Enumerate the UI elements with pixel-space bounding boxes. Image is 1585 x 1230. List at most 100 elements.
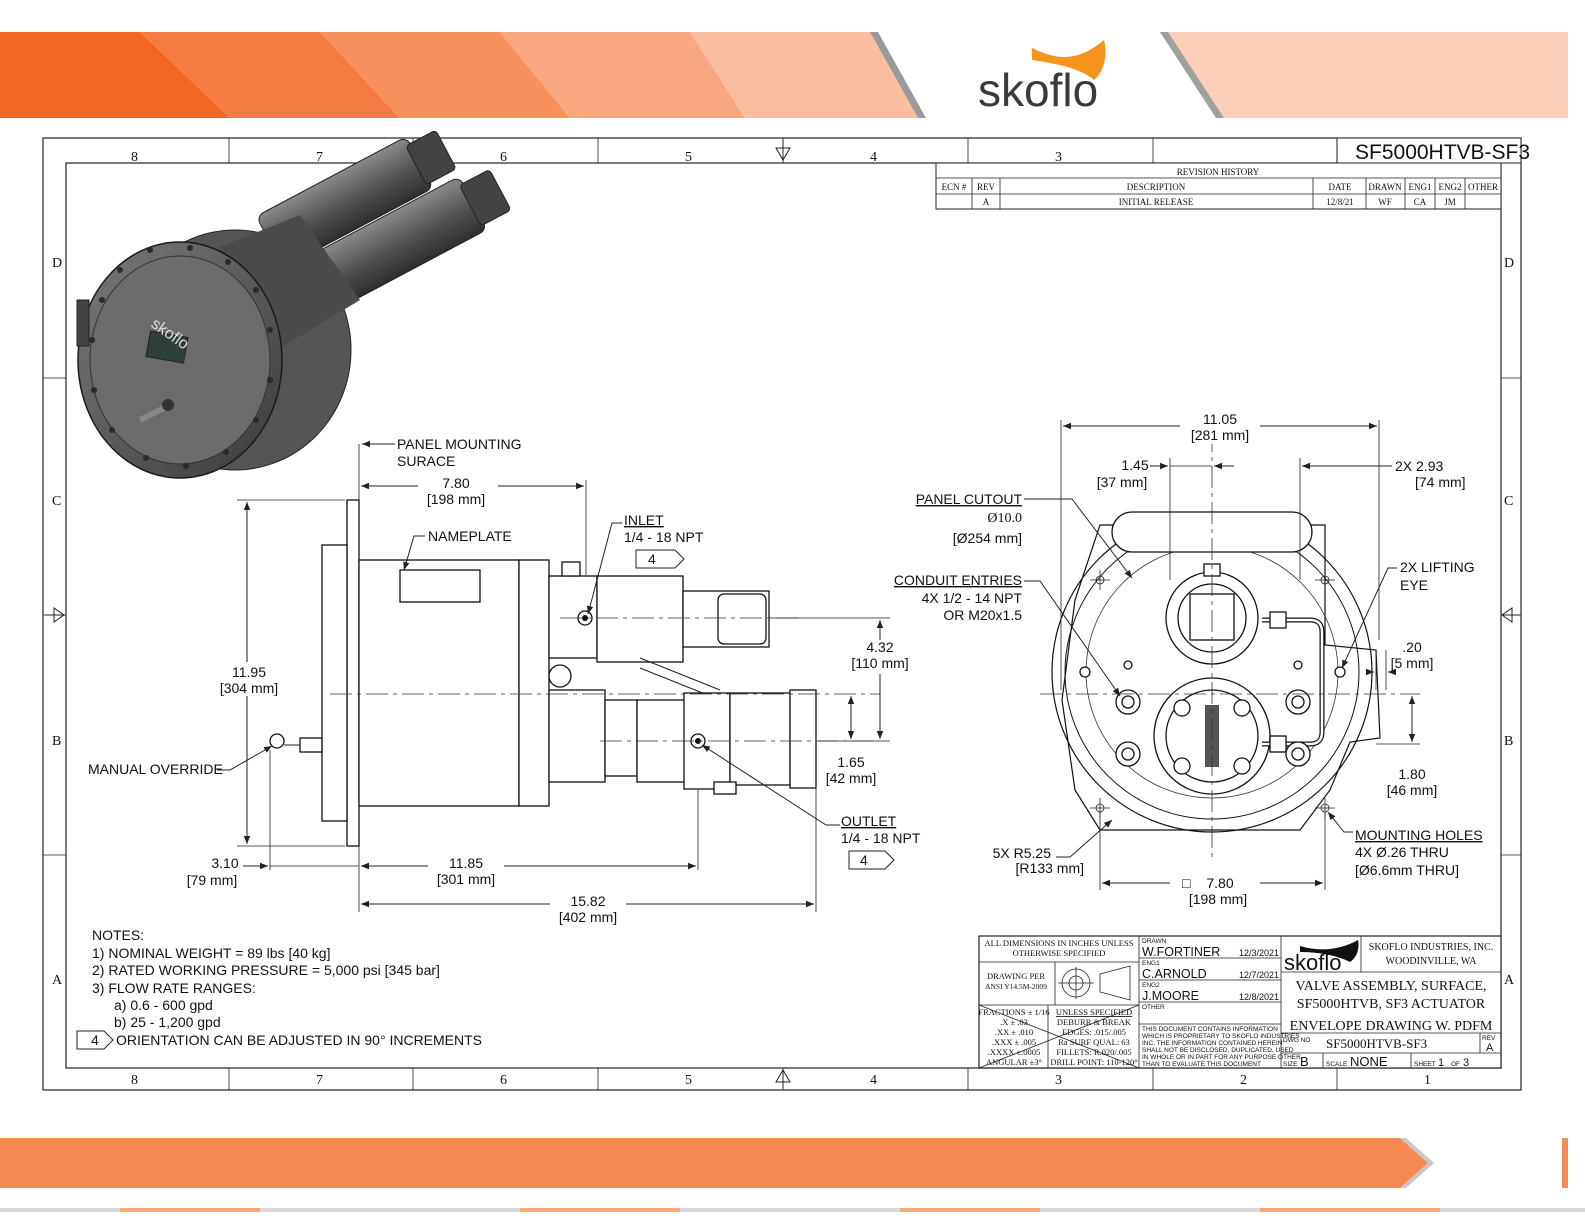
dim-11-95-mm: [304 mm] [220,680,278,696]
label-outlet: OUTLET [841,813,897,829]
drawing-number: SF5000HTVB-SF3 [1355,141,1530,164]
rev-cell-date: 12/8/21 [1326,197,1354,207]
zone-row-a: A [52,973,63,988]
tb-scale-label: SCALE [1326,1061,1348,1068]
zone-row-c-right: C [1504,494,1513,509]
dim-3-10: 3.10 [211,855,238,871]
tb-of-label: OF [1451,1061,1460,1068]
dim-11-05: 11.05 [1203,411,1237,427]
tb-prop-1: THIS DOCUMENT CONTAINS INFORMATION [1142,1026,1278,1033]
tb-title-1: VALVE ASSEMBLY, SURFACE, [1295,979,1486,994]
dim-7-80-side-mm: [198 mm] [427,491,485,507]
tb-eng1-label: ENG1 [1142,960,1160,967]
logo-swoosh-icon [1032,40,1106,80]
dim-1-45-mm: [37 mm] [1097,474,1148,490]
tb-of: 3 [1463,1057,1469,1069]
bottom-banner [0,1138,1585,1212]
rev-cell-rev: A [983,197,990,207]
label-lifting-eye-2: EYE [1400,577,1428,593]
tb-dwg-no: SF5000HTVB-SF3 [1326,1036,1427,1051]
tb-size: B [1300,1054,1309,1069]
revision-table: REVISION HISTORY ECN # REV DESCRIPTION D… [935,162,1502,210]
tb-tol-2: .X ± .03 [1000,1017,1028,1027]
tb-spec-1: UNLESS SPECIFIED [1056,1007,1132,1017]
dim-11-95: 11.95 [232,664,266,680]
tb-spec-6: DRILL POINT: 110-120° [1050,1057,1137,1067]
note-4-flag-number: 4 [91,1032,99,1048]
dim-4-32: 4.32 [866,639,893,655]
front-view: 11.05 [281 mm] 1.45 [37 mm] 2X 2.93 [74 … [894,410,1483,908]
dim-3-10-mm: [79 mm] [187,872,238,888]
tb-drawing-per-1: DRAWING PER [987,971,1045,981]
tb-other-label: OTHER [1142,1004,1165,1011]
orientation-flag-inlet-number: 4 [648,551,656,567]
zone-col-3: 3 [1055,150,1062,165]
tb-tol-6: ANGULAR ±3° [986,1057,1042,1067]
tb-logo-swoosh-icon [1300,940,1359,962]
zone-row-d-right: D [1504,256,1514,271]
zone-row-a-right: A [1504,973,1515,988]
top-banner [0,32,1568,118]
notes-title: NOTES: [92,927,144,943]
tb-sheet: 1 [1438,1057,1444,1069]
label-mounting-1: 4X Ø.26 THRU [1355,844,1449,860]
zone-col-2-bottom: 2 [1240,1073,1247,1088]
label-conduit-2: OR M20x1.5 [943,607,1022,623]
label-radius: 5X R5.25 [993,845,1052,861]
dim-7-80-side: 7.80 [442,475,469,491]
zone-row-b-right: B [1504,734,1513,749]
zone-col-7: 7 [316,150,323,165]
note-3: 3) FLOW RATE RANGES: [92,980,256,996]
tb-drawn-name: W.FORTINER [1142,945,1220,959]
zone-col-8-bottom: 8 [131,1073,138,1088]
tb-eng1-date: 12/7/2021 [1239,970,1279,980]
tb-prop-6: THAN TO EVALUATE THIS DOCUMENT [1142,1061,1261,1068]
rev-header-rev: REV [977,182,996,192]
tb-spec-5: FILLETS: R.020/.005 [1056,1047,1131,1057]
orientation-flag-outlet-number: 4 [860,852,868,868]
zone-col-6-bottom: 6 [500,1073,507,1088]
tb-company-2: WOODINVILLE, WA [1386,956,1478,967]
tb-eng1-name: C.ARNOLD [1142,967,1207,981]
dim-1-80-mm: [46 mm] [1387,782,1438,798]
note-4-flag [76,1030,114,1050]
orientation-flag-inlet [635,549,685,569]
notes: NOTES: 1) NOMINAL WEIGHT = 89 lbs [40 kg… [76,927,482,1050]
label-conduit-entries: CONDUIT ENTRIES [894,572,1022,588]
dim-0-20-mm: [5 mm] [1391,655,1434,671]
rev-header-eng1: ENG1 [1409,182,1432,192]
dim-0-20: .20 [1402,639,1422,655]
tb-all-dims-1: ALL DIMENSIONS IN INCHES UNLESS [985,938,1134,948]
tb-eng2-label: ENG2 [1142,982,1160,989]
label-outlet-npt: 1/4 - 18 NPT [841,830,921,846]
zone-col-4: 4 [870,150,877,165]
rev-cell-eng1: CA [1414,197,1427,207]
zone-col-4-bottom: 4 [870,1073,877,1088]
label-panel-mounting: PANEL MOUNTING [397,436,521,452]
tb-title-3: ENVELOPE DRAWING W. PDFM [1290,1019,1493,1034]
dim-15-82: 15.82 [570,893,605,909]
label-inlet-npt: 1/4 - 18 NPT [624,529,704,545]
label-conduit-1: 4X 1/2 - 14 NPT [922,590,1023,606]
zone-row-d: D [52,256,62,271]
dim-4-32-mm: [110 mm] [851,655,908,671]
label-cutout-dia-mm: [Ø254 mm] [953,530,1022,546]
label-panel-cutout: PANEL CUTOUT [916,491,1023,507]
label-manual-override: MANUAL OVERRIDE [88,761,223,777]
rev-header-drawn: DRAWN [1368,182,1402,192]
tb-prop-3: INC. THE INFORMATION CONTAINED HEREIN [1142,1040,1283,1047]
zone-col-5: 5 [685,150,692,165]
dim-11-05-mm: [281 mm] [1191,427,1249,443]
dim-2x-2-93-mm: [74 mm] [1415,474,1466,490]
revision-title: REVISION HISTORY [1177,167,1260,177]
tb-all-dims-2: OTHERWISE SPECIFIED [1013,948,1106,958]
zone-col-8: 8 [131,150,138,165]
projection-symbol-icon [1058,965,1131,1001]
dim-1-65-mm: [42 mm] [826,770,877,786]
note-3a: a) 0.6 - 600 gpd [114,997,213,1013]
rev-header-ecn: ECN # [942,182,967,192]
tb-sheet-label: SHEET [1414,1061,1436,1068]
tb-prop-4: SHALL NOT BE DISCLOSED, DUPLICATED, USED [1142,1047,1294,1054]
dim-7-80-front: 7.80 [1206,875,1233,891]
